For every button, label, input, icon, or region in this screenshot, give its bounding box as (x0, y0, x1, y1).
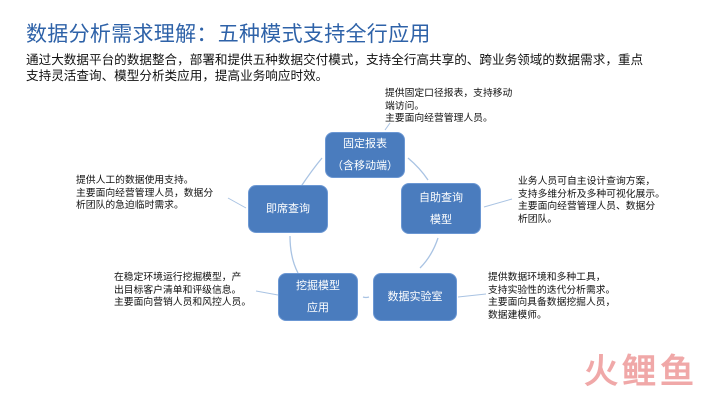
desc-line: 析团队。 (518, 213, 558, 225)
node-label: 固定报表 (343, 137, 387, 150)
cycle-arc (407, 157, 429, 181)
node-label: 挖掘模型 (296, 279, 340, 292)
node-label: 数据实验室 (387, 290, 443, 303)
leader-line (457, 293, 487, 298)
desc-line: 支持实验性的迭代分析需求。 (488, 284, 616, 296)
node-adhoc-query: 即席查询 (248, 185, 328, 233)
desc-line: 提供人工的数据使用支持。 (76, 175, 194, 186)
intro-line: 支持灵活查询、模型分析类应用，提高业务响应时效。 (26, 68, 329, 83)
desc-mining-model: 在稳定环境运行挖掘模型，产 出目标客户清单和评级信息。 主要面向营销人员和风控人… (114, 272, 251, 310)
desc-adhoc-query: 提供人工的数据使用支持。 主要面向经营管理人员，数据分 析团队的急迫临时需求。 (76, 175, 213, 213)
leader-line (255, 290, 279, 296)
node-label: 自助查询 (419, 190, 463, 204)
node-label: 即席查询 (266, 202, 310, 215)
node-sublabel: 模型 (430, 212, 452, 226)
node-sublabel: （含移动端） (332, 159, 398, 172)
intro-paragraph: 通过大数据平台的数据整合，部署和提供五种数据交付模式，支持全行高共享的、跨业务领… (26, 52, 706, 84)
desc-line: 支持多维分析及多种可视化展示。 (518, 188, 665, 200)
leader-line (384, 122, 391, 131)
node-mining-model: 挖掘模型 应用 (278, 273, 358, 321)
desc-data-lab: 提供数据环境和多种工具， 支持实验性的迭代分析需求。 主要面向具备数据挖掘人员，… (488, 272, 615, 322)
desc-line: 析团队的急迫临时需求。 (76, 200, 184, 211)
cycle-arc (419, 237, 439, 269)
cycle-arc (362, 296, 370, 299)
desc-line: 主要面向具备数据挖掘人员， (488, 297, 616, 308)
desc-selfservice-query: 业务人员可自主设计查询方案， 支持多维分析及多种可视化展示。 主要面向经营管理人… (518, 176, 665, 226)
desc-line: 主要面向经营管理人员。 (385, 113, 493, 124)
page-title: 数据分析需求理解：五种模式支持全行应用 (26, 22, 431, 46)
desc-line: 数据建模师。 (488, 309, 547, 321)
brand-logo: 火鲤鱼 (584, 352, 698, 392)
node-fixed-report: 固定报表 （含移动端） (325, 132, 405, 178)
desc-line: 提供固定口径报表，支持移动 (385, 88, 513, 99)
leader-line (227, 197, 247, 209)
node-data-lab: 数据实验室 (373, 273, 457, 321)
leader-line (483, 198, 513, 208)
desc-line: 出目标客户清单和评级信息。 (114, 284, 242, 296)
cycle-arc (299, 157, 323, 189)
desc-line: 在稳定环境运行挖掘模型，产 (114, 272, 242, 283)
cycle-arc (289, 235, 299, 274)
desc-line: 主要面向经营管理人员，数据分 (76, 187, 214, 199)
desc-line: 主要面向营销人员和风控人员。 (114, 297, 252, 308)
node-sublabel: 应用 (307, 301, 329, 314)
node-selfservice-query: 自助查询 模型 (401, 183, 481, 234)
desc-line: 主要面向经营管理人员、数据分 (518, 201, 656, 212)
desc-line: 端访问。 (385, 100, 425, 112)
intro-line: 通过大数据平台的数据整合，部署和提供五种数据交付模式，支持全行高共享的、跨业务领… (26, 52, 644, 67)
desc-fixed-report: 提供固定口径报表，支持移动 端访问。 主要面向经营管理人员。 (385, 88, 512, 126)
desc-line: 业务人员可自主设计查询方案， (518, 176, 656, 187)
desc-line: 提供数据环境和多种工具， (488, 272, 606, 283)
